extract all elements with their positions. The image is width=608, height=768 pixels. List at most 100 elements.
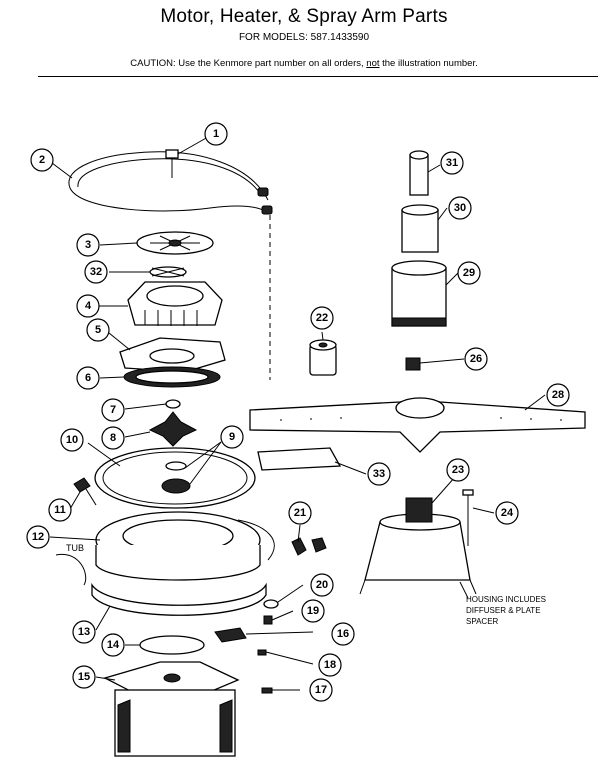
housing-note-line1: HOUSING INCLUDES <box>466 595 546 604</box>
callout-5: 5 <box>86 318 110 342</box>
spray-tube-31-top <box>409 150 429 160</box>
callout-circle <box>72 665 96 689</box>
callout-26: 26 <box>464 347 488 371</box>
callout-circle <box>76 366 100 390</box>
housing-29-band <box>391 317 447 327</box>
callout-number: 5 <box>95 324 101 336</box>
callout-circle <box>101 633 125 657</box>
callout-3: 3 <box>76 233 100 257</box>
callout-24: 24 <box>495 501 519 525</box>
callout-number: 29 <box>463 267 475 279</box>
heater-terminal-2 <box>261 205 273 215</box>
clips-21 <box>291 537 327 556</box>
callout-21: 21 <box>288 501 312 525</box>
header: Motor, Heater, & Spray Arm Parts FOR MOD… <box>0 0 608 80</box>
callout-number: 3 <box>85 239 91 251</box>
tub-wall <box>55 519 275 586</box>
callout-17: 17 <box>309 678 333 702</box>
callout-22: 22 <box>310 306 334 330</box>
callout-29: 29 <box>457 261 481 285</box>
callout-number: 17 <box>315 684 327 696</box>
heater-element <box>68 151 269 215</box>
screw-18 <box>257 649 267 656</box>
heater-terminal <box>257 187 269 197</box>
motor-shaft <box>163 673 181 683</box>
callout-number: 20 <box>316 579 328 591</box>
motor-body <box>114 689 236 757</box>
callout-14: 14 <box>101 633 125 657</box>
diffuser-legs <box>359 579 477 595</box>
callout-circle <box>76 233 100 257</box>
callout-31: 31 <box>440 151 464 175</box>
nut-20 <box>263 599 279 609</box>
callout-number: 10 <box>66 434 78 446</box>
tub-label: TUB <box>66 543 84 553</box>
spray-arm-hub <box>395 397 445 419</box>
caution-note: CAUTION: Use the Kenmore part number on … <box>0 58 608 69</box>
leader-lines <box>49 136 546 691</box>
callout-circle <box>76 294 100 318</box>
callout-circle <box>84 260 108 284</box>
callout-12: 12 <box>26 525 50 549</box>
callout-number: 13 <box>78 626 90 638</box>
base-ring <box>91 582 267 616</box>
callout-number: 15 <box>78 671 90 683</box>
callout-9: 9 <box>220 425 244 449</box>
callout-number: 24 <box>501 507 514 519</box>
callout-number: 11 <box>54 504 66 516</box>
callout-circle <box>26 525 50 549</box>
callout-30: 30 <box>448 196 472 220</box>
housing-note-line2: DIFFUSER & PLATE <box>466 606 541 615</box>
callout-circle <box>48 498 72 522</box>
pump-housing-fins <box>144 310 198 326</box>
callout-circle <box>60 428 84 452</box>
heater-element-inner <box>77 158 263 197</box>
pump-housing-center <box>146 285 204 307</box>
callout-13: 13 <box>72 620 96 644</box>
callout-circle <box>310 573 334 597</box>
caution-suffix: the illustration number. <box>379 58 478 69</box>
callout-number: 19 <box>307 605 319 617</box>
callout-19: 19 <box>301 599 325 623</box>
chopper-blade <box>148 411 198 447</box>
callout-number: 23 <box>452 464 464 476</box>
callout-circle <box>318 653 342 677</box>
callout-4: 4 <box>76 294 100 318</box>
callout-number: 4 <box>85 300 92 312</box>
callout-number: 8 <box>110 432 116 444</box>
fitting-26 <box>405 357 421 371</box>
callout-2: 2 <box>30 148 54 172</box>
seal-ring-inner <box>135 370 209 384</box>
callout-20: 20 <box>310 573 334 597</box>
side-screw-shank <box>85 488 97 506</box>
housing-note-line3: SPACER <box>466 617 499 626</box>
callout-circle <box>101 398 125 422</box>
screw-19 <box>263 615 273 625</box>
callout-number: 9 <box>229 431 235 443</box>
side-screw <box>73 477 91 493</box>
support-33 <box>257 447 342 471</box>
callout-8: 8 <box>101 426 125 450</box>
callout-7: 7 <box>101 398 125 422</box>
screw-17 <box>261 687 273 694</box>
small-impeller-blades <box>151 267 185 277</box>
gasket-plate-hole <box>149 348 195 364</box>
callout-circle <box>367 462 391 486</box>
callout-10: 10 <box>60 428 84 452</box>
impeller-hub <box>168 239 182 247</box>
large-gasket <box>94 447 256 509</box>
callout-18: 18 <box>318 653 342 677</box>
callout-circle <box>309 678 333 702</box>
spray-arm-holes <box>280 417 562 421</box>
callout-number: 18 <box>324 659 336 671</box>
long-screw-24-head <box>462 489 474 496</box>
callout-number: 22 <box>316 312 328 324</box>
diffuser-housing <box>364 521 471 581</box>
sump-base <box>95 545 261 581</box>
callout-number: 14 <box>107 639 120 651</box>
heater-bolt <box>165 149 179 159</box>
callout-circle <box>457 261 481 285</box>
caution-prefix: CAUTION: Use the Kenmore part number on … <box>130 58 367 69</box>
callout-circle <box>546 383 570 407</box>
